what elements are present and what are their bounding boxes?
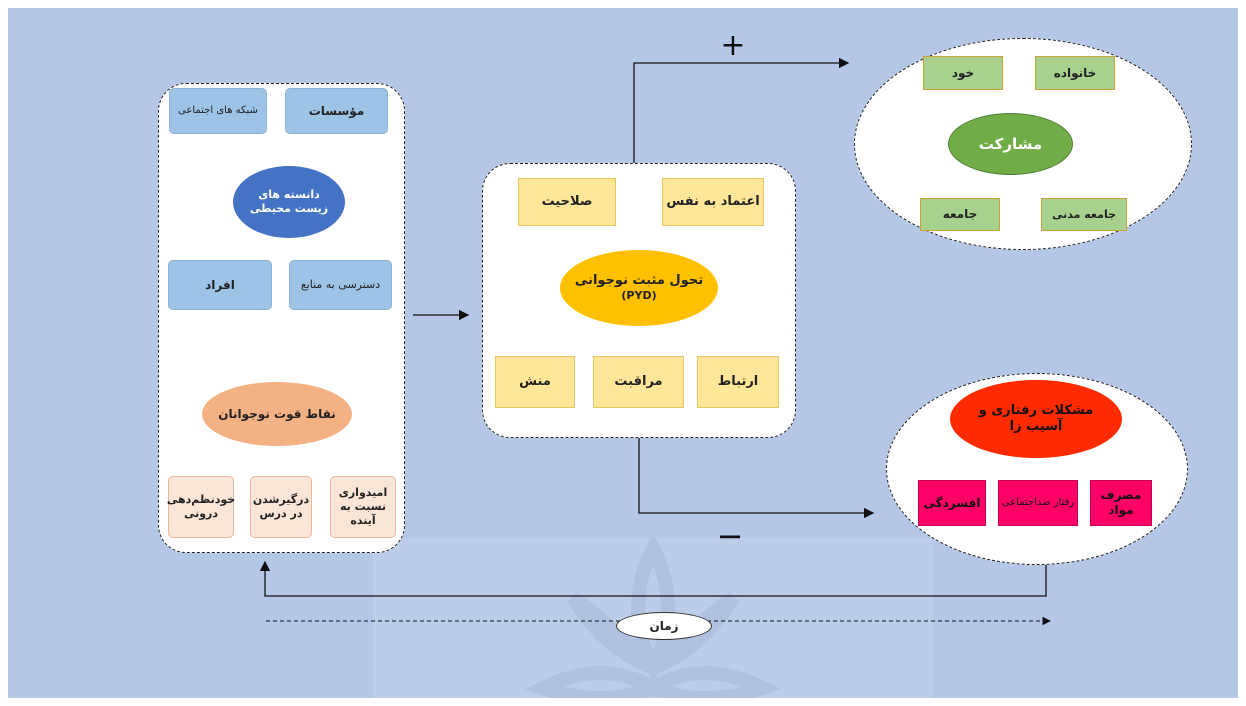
plus-sign: + bbox=[720, 28, 746, 63]
institutions-box: مؤسسات bbox=[285, 88, 388, 134]
depression-box: افسردگی bbox=[918, 480, 986, 526]
diagram-canvas: مؤسسات شبکه های اجتماعی دانسته های زیست … bbox=[8, 8, 1238, 698]
social-networks-box: شبکه های اجتماعی bbox=[169, 88, 267, 134]
pyd-ellipse: تحول مثبت نوجوانی (PYD) bbox=[560, 250, 718, 326]
substance-box: مصرف مواد bbox=[1090, 480, 1152, 526]
resource-access-box: دسترسی به منابع bbox=[289, 260, 392, 310]
civil-society-box: جامعه مدنی bbox=[1041, 198, 1127, 231]
hope-box: امیدواری نسبت به آینده bbox=[330, 476, 396, 538]
arrow-pyd-to-participation bbox=[633, 57, 850, 163]
individuals-box: افراد bbox=[168, 260, 272, 310]
pyd-title: تحول مثبت نوجوانی bbox=[574, 273, 704, 288]
time-label: زمان bbox=[616, 612, 712, 640]
watermark-logo bbox=[373, 538, 933, 698]
self-regulation-box: خودنظم‌دهی درونی bbox=[167, 476, 235, 538]
competence-box: صلاحیت bbox=[518, 178, 616, 226]
participation-ellipse: مشارکت bbox=[948, 113, 1073, 175]
minus-sign: − bbox=[716, 517, 744, 555]
confidence-box: اعتماد به نفس bbox=[662, 178, 764, 226]
youth-strengths-ellipse: نقاط قوت نوجوانان bbox=[202, 382, 352, 446]
environmental-assets-ellipse: دانسته های زیست محیطی bbox=[233, 166, 345, 238]
community-box: جامعه bbox=[920, 198, 1000, 231]
pyd-abbrev: (PYD) bbox=[621, 289, 657, 303]
caring-box: مراقبت bbox=[593, 356, 684, 408]
character-box: منش bbox=[495, 356, 575, 408]
connection-box: ارتباط bbox=[697, 356, 779, 408]
family-box: خانواده bbox=[1035, 56, 1115, 90]
arrow-feedback-loop bbox=[259, 560, 1047, 597]
antisocial-box: رفتار ضداجتماعی bbox=[998, 480, 1078, 526]
self-box: خود bbox=[923, 56, 1003, 90]
problems-ellipse: مشکلات رفتاری و آسیب زا bbox=[950, 380, 1122, 458]
context-panel bbox=[158, 83, 405, 553]
arrow-pyd-to-problems bbox=[638, 438, 875, 519]
engagement-box: درگیرشدن در درس bbox=[250, 476, 312, 538]
